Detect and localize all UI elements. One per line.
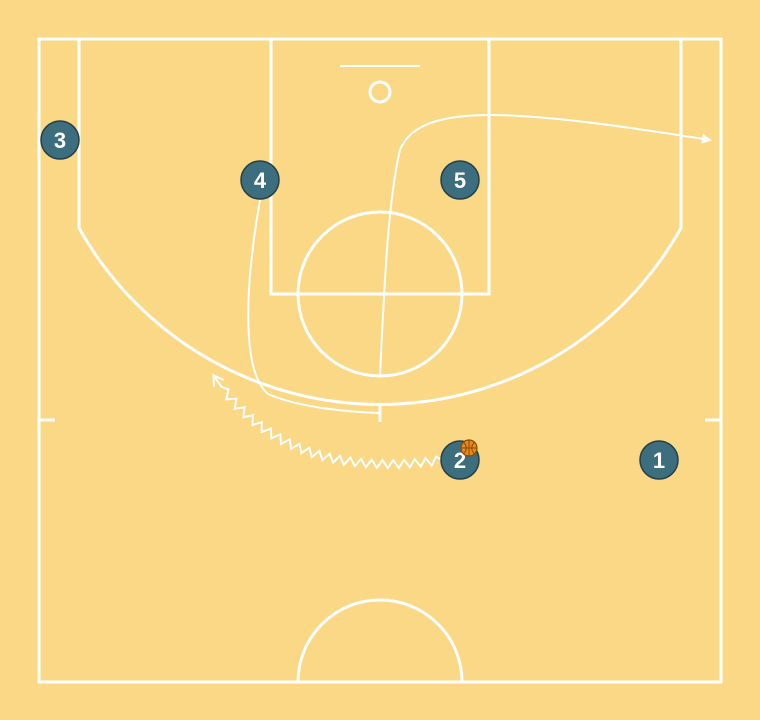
player-3[interactable]: 3 <box>40 120 80 160</box>
player-label: 5 <box>454 168 466 193</box>
basket-rim <box>368 80 392 104</box>
player-5[interactable]: 5 <box>440 160 480 200</box>
player-2[interactable]: 2 <box>440 439 480 480</box>
three-point-line <box>77 39 683 406</box>
basketball-icon <box>460 439 478 457</box>
player-4[interactable]: 4 <box>240 160 280 200</box>
center-circle <box>296 598 464 683</box>
player-1[interactable]: 1 <box>639 440 679 480</box>
movements <box>212 114 712 471</box>
movement-cut-5 <box>379 114 712 377</box>
player-label: 2 <box>454 448 466 473</box>
player-label: 4 <box>254 168 267 193</box>
movement-screen-4 <box>247 199 381 414</box>
movement-dribble-2 <box>212 373 443 471</box>
player-marker <box>40 120 80 160</box>
player-label: 1 <box>653 448 665 473</box>
player-marker <box>440 160 480 200</box>
player-label: 3 <box>54 128 66 153</box>
player-marker <box>639 440 679 480</box>
player-marker <box>240 160 280 200</box>
